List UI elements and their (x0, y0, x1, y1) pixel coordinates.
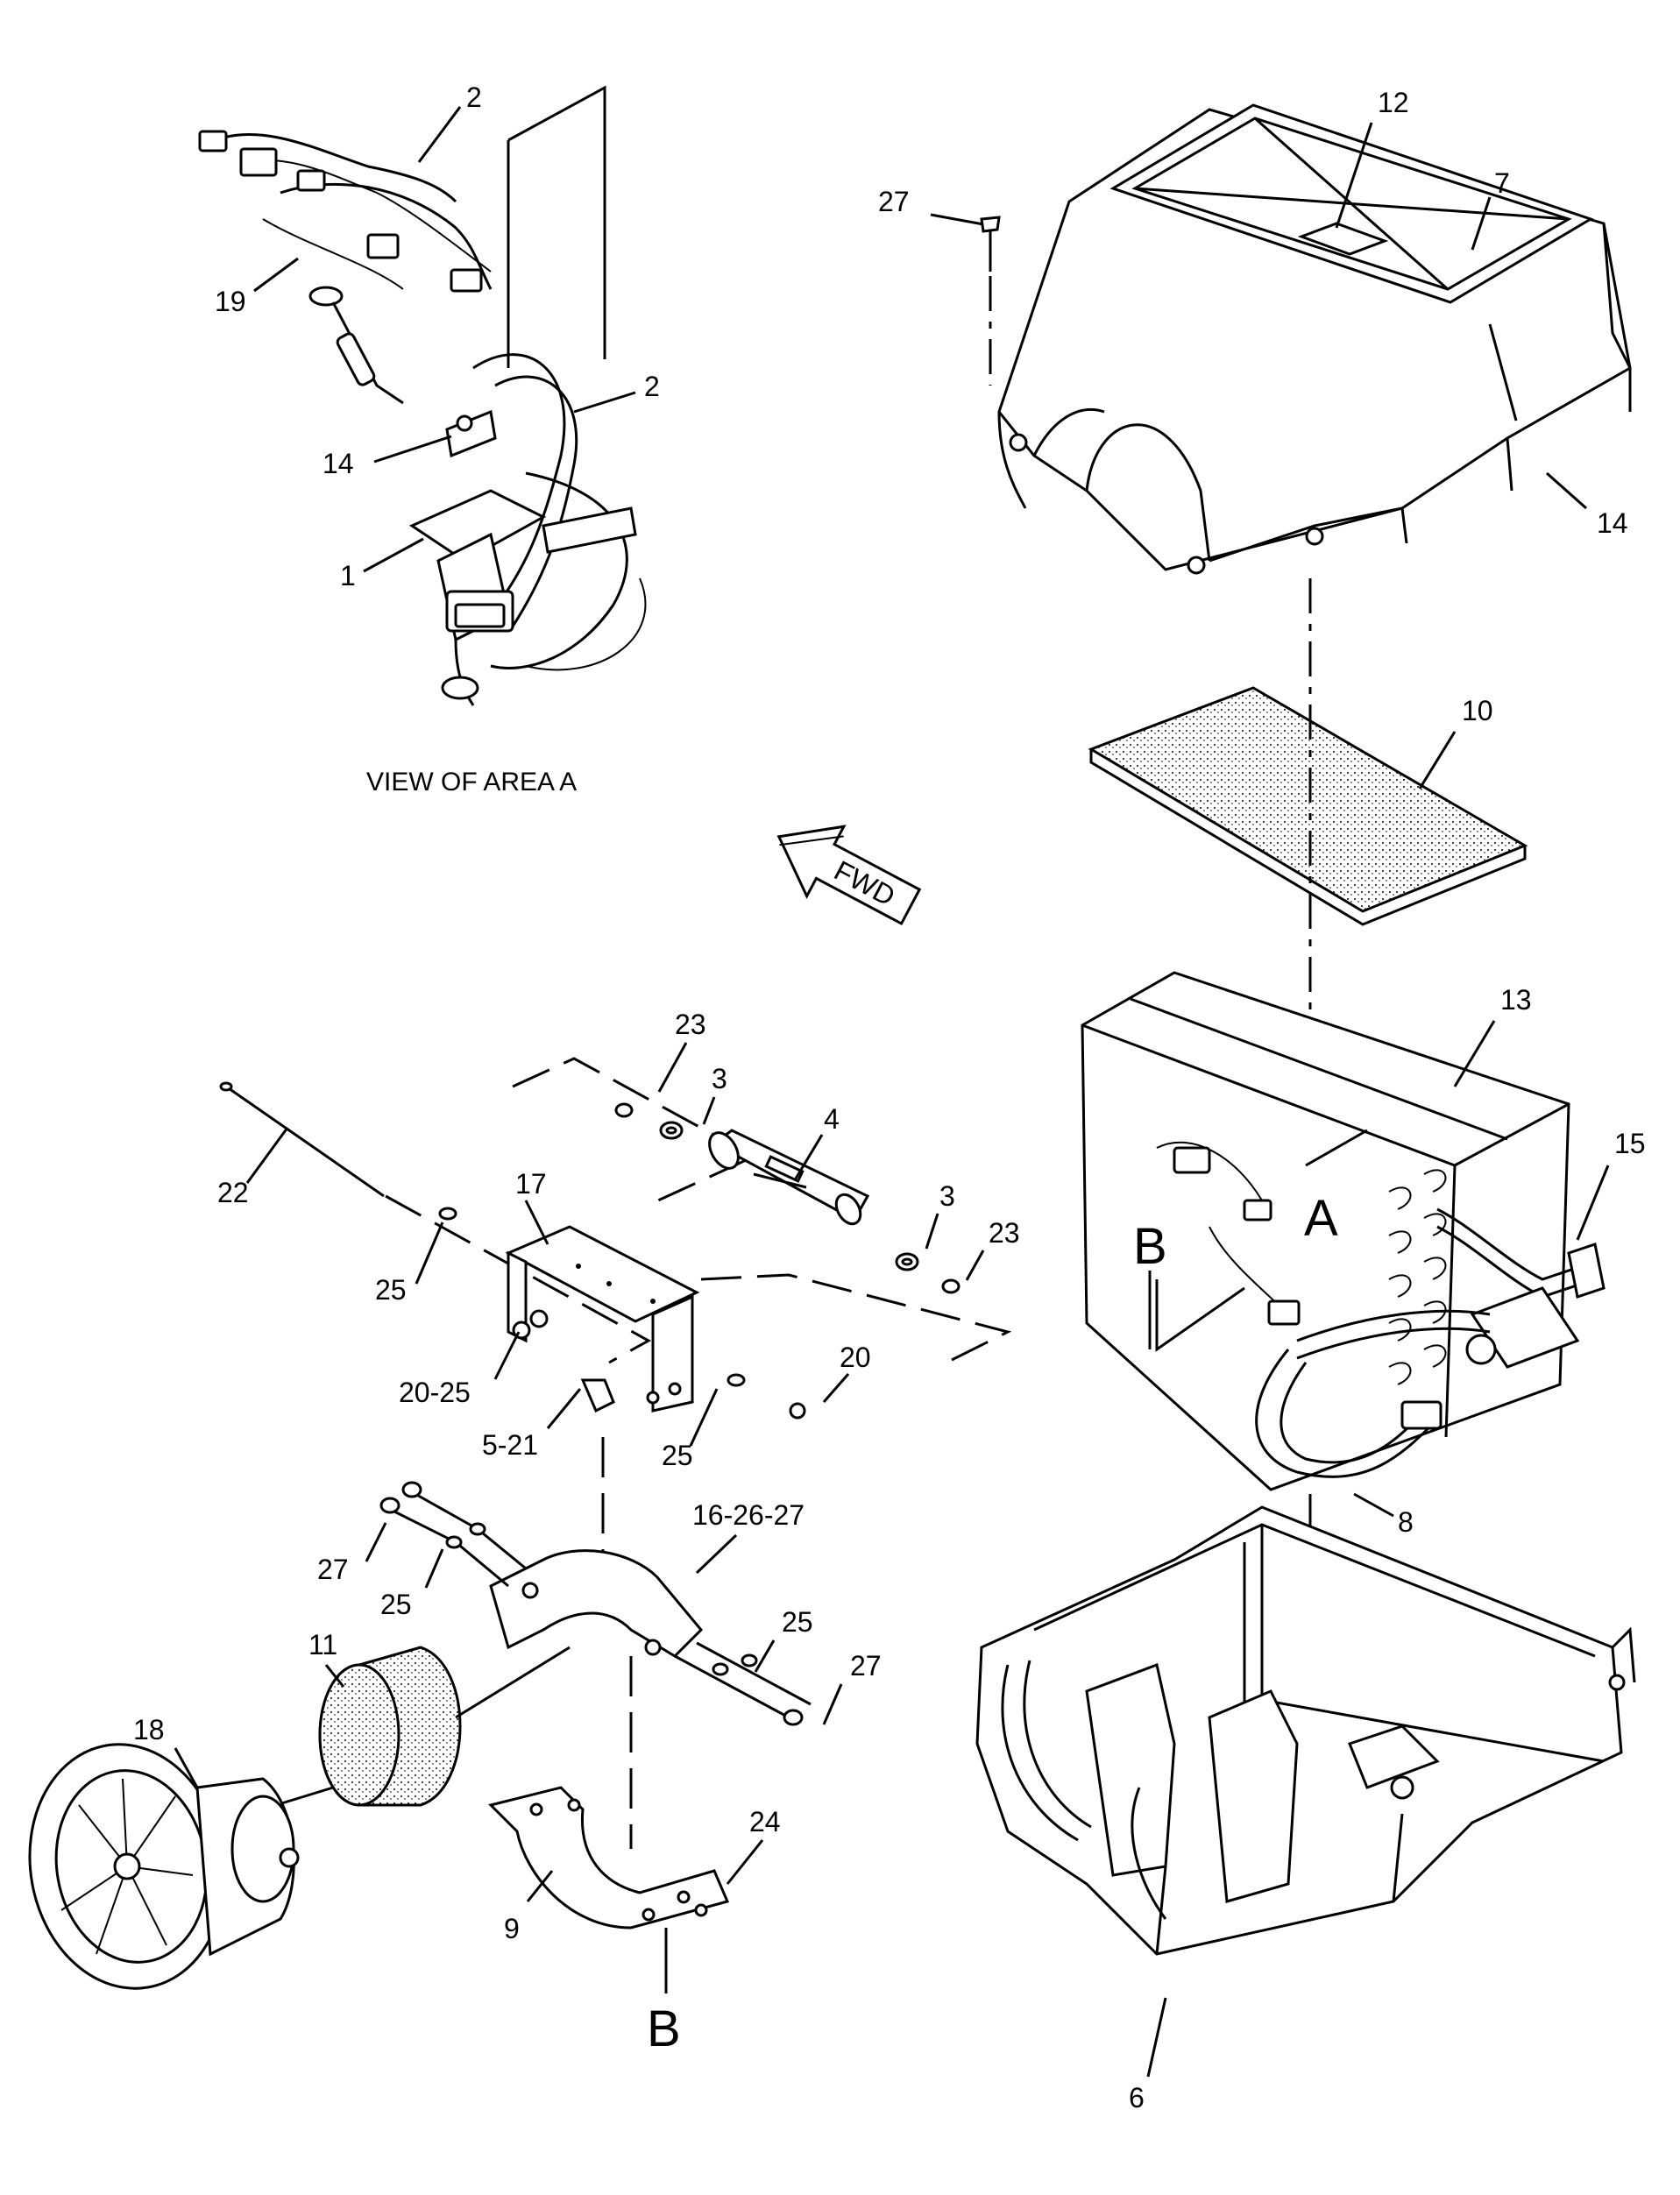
explode-lines (385, 1057, 1012, 1364)
callout-25-b: 25 (662, 1440, 693, 1471)
callout-7: 7 (1494, 167, 1510, 199)
callout-27-a: 27 (317, 1554, 349, 1585)
callout-16-26-27: 16-26-27 (692, 1499, 805, 1531)
view-caption: VIEW OF AREA A (366, 768, 577, 797)
callout-6: 6 (1129, 2082, 1145, 2114)
upper-strap-16 (379, 1481, 812, 1726)
callout-14-right: 14 (1597, 507, 1628, 539)
callout-14-left: 14 (323, 448, 354, 479)
callout-23-b: 23 (989, 1217, 1020, 1249)
filter-pad (1088, 686, 1528, 926)
view-marker-b-main: B (1133, 1218, 1167, 1275)
callout-15: 15 (1614, 1128, 1646, 1159)
callout-3-b: 3 (939, 1180, 955, 1212)
washer-25b (727, 1373, 746, 1387)
callout-8: 8 (1398, 1506, 1414, 1538)
explode-line-fan (455, 1646, 571, 1719)
callout-2-mid: 2 (644, 371, 660, 402)
callout-10: 10 (1462, 695, 1493, 726)
callout-9: 9 (504, 1913, 520, 1944)
washer-25a (438, 1207, 457, 1221)
callout-4: 4 (824, 1103, 840, 1135)
callout-27-b: 27 (850, 1650, 882, 1682)
callout-25-d: 25 (782, 1606, 813, 1638)
lower-strap-9 (488, 1786, 730, 1993)
callout-3-a: 3 (712, 1063, 727, 1094)
callout-22: 22 (217, 1177, 249, 1208)
callout-27-top: 27 (878, 186, 910, 217)
resistor-4 (614, 1102, 961, 1294)
clip-5-21 (580, 1378, 615, 1413)
bracket-17 (505, 1225, 700, 1413)
callout-2-top: 2 (466, 81, 482, 113)
nut-20 (789, 1402, 806, 1420)
callout-12: 12 (1378, 87, 1409, 118)
callout-5-21: 5-21 (482, 1429, 538, 1461)
callout-1: 1 (340, 560, 356, 591)
lower-housing (975, 1505, 1636, 1956)
callout-18: 18 (133, 1714, 165, 1745)
forward-arrow-icon: FWD (776, 825, 922, 926)
top-cover (997, 103, 1632, 575)
callout-25-c: 25 (380, 1589, 412, 1620)
nut-20-25b (529, 1309, 549, 1328)
blower-fan-18 (28, 1743, 300, 1990)
callout-13: 13 (1500, 984, 1532, 1016)
callout-25-a: 25 (375, 1274, 407, 1306)
leader-lines (174, 106, 1610, 2078)
callout-11: 11 (308, 1629, 337, 1660)
explode-line-foam (275, 1786, 334, 1807)
heater-core-assembly (1081, 971, 1606, 1491)
view-marker-b-bracket: B (647, 2000, 681, 2057)
callout-labels: 2 19 2 14 1 VIEW OF AREA A 27 12 7 14 10… (133, 81, 1646, 2114)
callout-23-a: 23 (675, 1009, 706, 1040)
foam-ring-11 (318, 1646, 462, 1807)
callout-17: 17 (515, 1168, 547, 1200)
callout-24: 24 (749, 1806, 781, 1837)
rod-22 (219, 1081, 385, 1198)
callout-20-25: 20-25 (399, 1377, 471, 1408)
callout-19: 19 (215, 286, 246, 317)
view-marker-a: A (1304, 1190, 1338, 1247)
screw-27 (980, 216, 1001, 386)
callout-20: 20 (840, 1342, 871, 1373)
area-a-detail-view (198, 85, 647, 706)
